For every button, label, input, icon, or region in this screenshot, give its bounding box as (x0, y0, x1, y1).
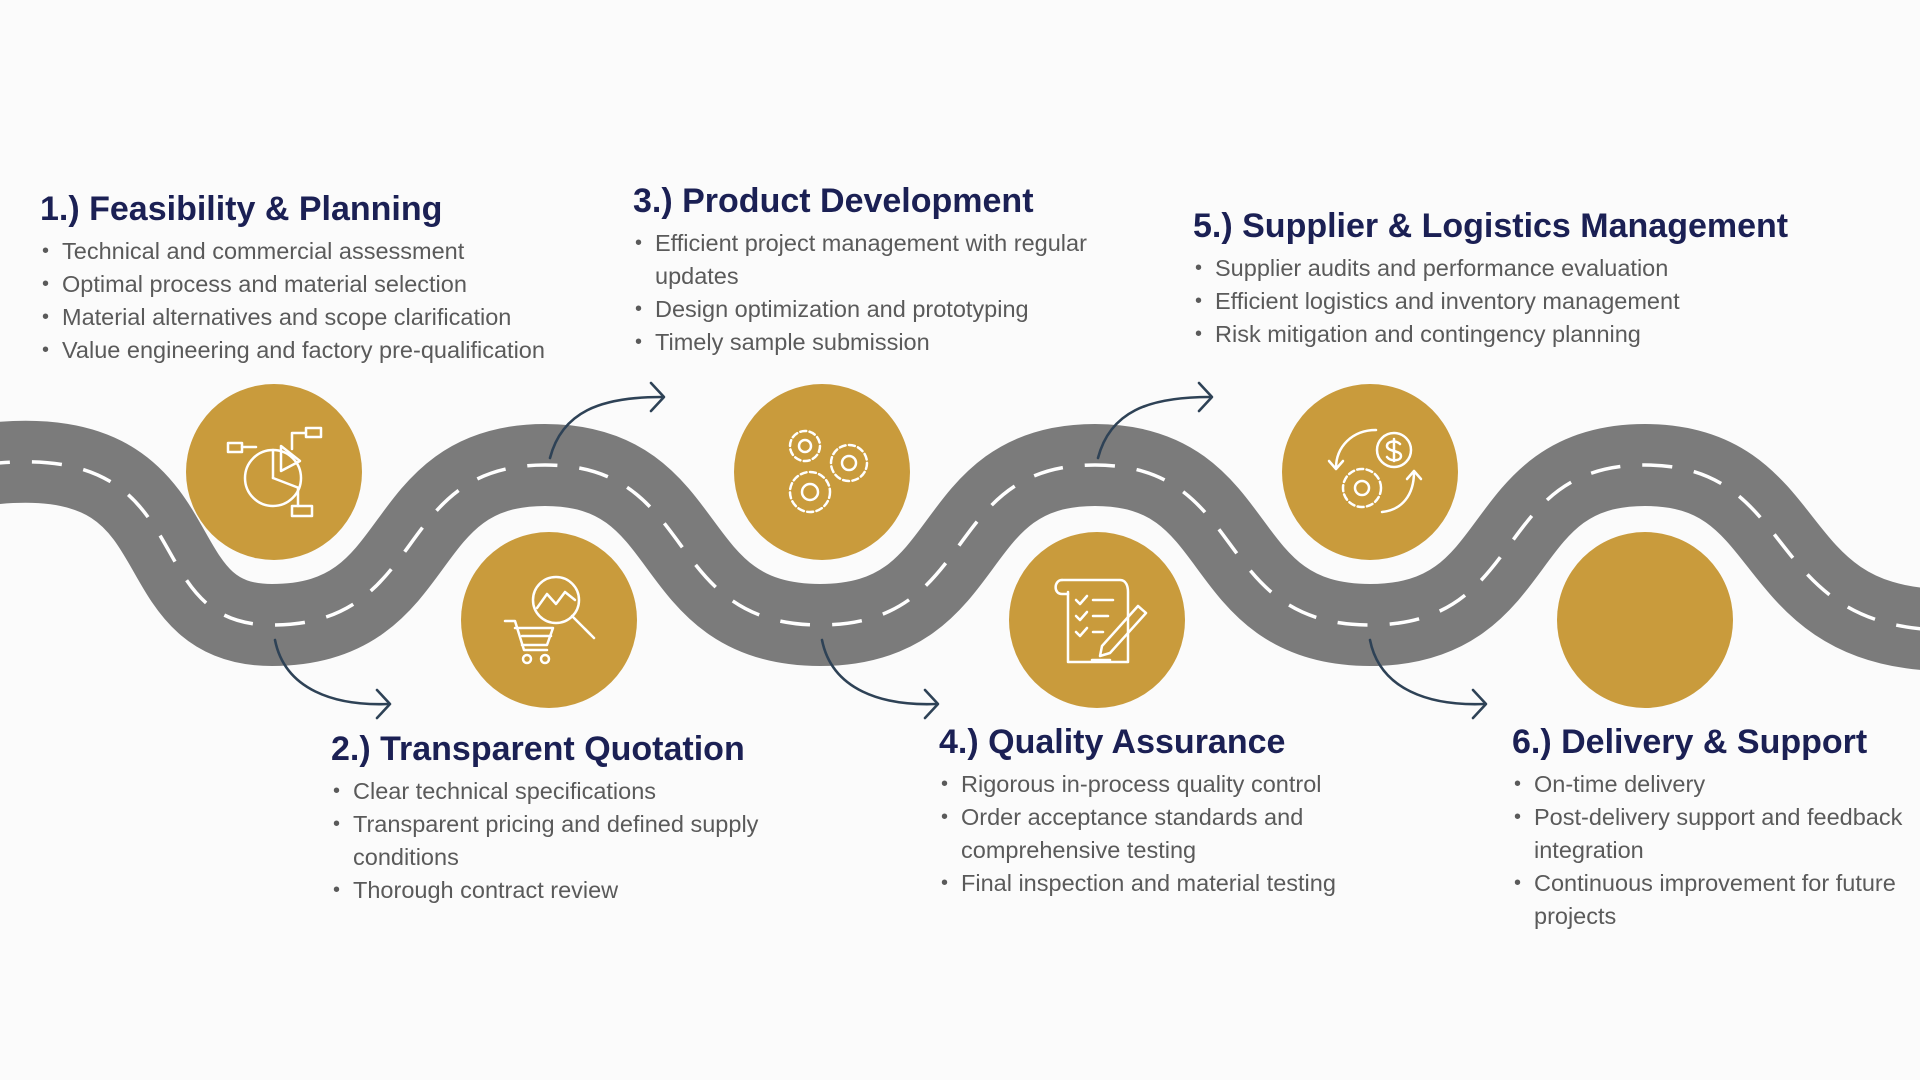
cart-magnifier-icon (503, 575, 596, 665)
list-item: Supplier audits and performance evaluati… (1195, 252, 1788, 285)
step-4-circle (1009, 532, 1185, 708)
pie-chart-flow-icon (226, 426, 323, 518)
gears-icon (788, 429, 869, 514)
list-item: Thorough contract review (333, 874, 801, 907)
step-6: 6.) Delivery & Support On-time delivery … (1512, 723, 1917, 933)
list-item: Transparent pricing and defined supply c… (333, 808, 801, 874)
list-item: Rigorous in-process quality control (941, 768, 1409, 801)
list-item: Timely sample submission (635, 326, 1108, 359)
step-2-circle (461, 532, 637, 708)
list-item: Continuous improvement for future projec… (1514, 867, 1917, 933)
arrow-5-to-6 (1368, 638, 1488, 720)
list-item: Risk mitigation and contingency planning (1195, 318, 1788, 351)
step-title: 6.) Delivery & Support (1512, 723, 1868, 761)
arrow-1-to-2 (273, 638, 392, 720)
list-item: Post-delivery support and feedback integ… (1514, 801, 1917, 867)
list-item: Material alternatives and scope clarific… (42, 301, 545, 334)
step-title: 4.) Quality Assurance (939, 723, 1286, 761)
step-list: Supplier audits and performance evaluati… (1193, 252, 1788, 351)
step-list: Rigorous in-process quality control Orde… (939, 768, 1409, 900)
step-list: On-time delivery Post-delivery support a… (1512, 768, 1917, 933)
step-4: 4.) Quality Assurance Rigorous in-proces… (939, 723, 1409, 900)
step-6-circle (1557, 532, 1733, 708)
list-item: Clear technical specifications (333, 775, 801, 808)
step-title: 3.) Product Development (633, 182, 1034, 220)
list-item: Order acceptance standards and comprehen… (941, 801, 1409, 867)
checklist-pen-icon (1054, 578, 1148, 664)
list-item: Efficient logistics and inventory manage… (1195, 285, 1788, 318)
step-3: 3.) Product Development Efficient projec… (633, 182, 1108, 359)
step-title: 1.) Feasibility & Planning (40, 190, 443, 228)
list-item: Technical and commercial assessment (42, 235, 545, 268)
list-item: Value engineering and factory pre-qualif… (42, 334, 545, 367)
step-2: 2.) Transparent Quotation Clear technica… (331, 730, 801, 907)
arrow-3-to-4 (820, 638, 940, 720)
step-list: Efficient project management with regula… (633, 227, 1108, 359)
arrow-4-to-5 (1096, 381, 1214, 460)
step-5: 5.) Supplier & Logistics Management Supp… (1193, 207, 1788, 351)
list-item: Optimal process and material selection (42, 268, 545, 301)
list-item: Final inspection and material testing (941, 867, 1409, 900)
road-lane-markings (0, 460, 1920, 631)
step-title: 2.) Transparent Quotation (331, 730, 745, 768)
step-title: 5.) Supplier & Logistics Management (1193, 207, 1789, 245)
list-item: Efficient project management with regula… (635, 227, 1108, 293)
step-3-circle (734, 384, 910, 560)
step-list: Clear technical specifications Transpare… (331, 775, 801, 907)
list-item: Design optimization and prototyping (635, 293, 1108, 326)
step-list: Technical and commercial assessment Opti… (40, 235, 545, 367)
list-item: On-time delivery (1514, 768, 1917, 801)
gear-dollar-cycle-icon (1327, 428, 1423, 514)
step-1: 1.) Feasibility & Planning Technical and… (40, 190, 545, 367)
arrow-2-to-3 (548, 381, 666, 460)
